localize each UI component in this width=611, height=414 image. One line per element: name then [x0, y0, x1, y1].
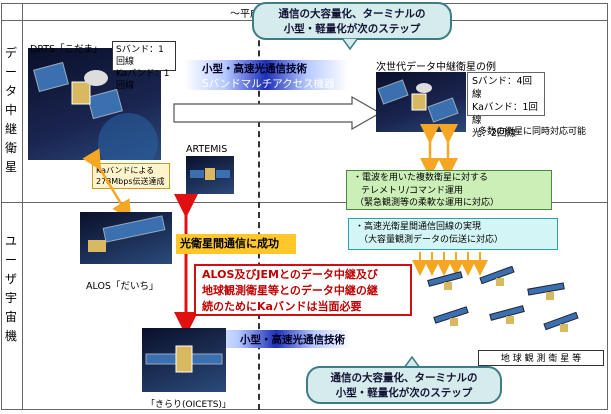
tech-band-top-line1: 小型・高速光通信技術: [202, 63, 307, 75]
bubble-top-line2: 小型・軽量化が次のステップ: [283, 23, 421, 35]
kirari-image: [142, 328, 226, 392]
cyan-box-line2: （大容量観測データの伝送に対応）: [359, 235, 504, 245]
bubble-top-line1: 通信の大容量化、ターミナルの: [278, 8, 426, 20]
next-gen-image: [376, 72, 466, 132]
earth-observation-satellites: [427, 266, 579, 332]
tech-band-bottom: 小型・高速光通信技術: [200, 330, 352, 348]
red-box-line2: 地球観測衛星等とのデータ中継の継: [202, 284, 378, 297]
next-gen-spec-box: Sバンド：4回線 Kaバンド：1回線 光：2回線: [467, 72, 545, 139]
section-label-user: ユーザ宇宙機: [4, 234, 17, 343]
label-column-divider: [22, 3, 23, 410]
telemetry-command-box: ・電波を用いた複数衛星に対する テレメトリ/コマンド運用 （緊急観測等の柔軟な運…: [346, 170, 552, 210]
optical-success-label: 光衛星間通信に成功: [176, 234, 296, 254]
progress-arrow: [173, 96, 382, 130]
red-box-line3: 続のためにKaバンドは当面必要: [202, 300, 362, 313]
section-label-relay: データ中継衛星: [4, 46, 17, 174]
alos-satellite-icon: [88, 215, 166, 252]
next-gen-spec-optical: 光：2回線: [472, 128, 517, 139]
tech-band-top-line2: Sバンドマルチアクセス機器: [202, 78, 335, 90]
next-gen-spec-ka: Kaバンド：1回線: [472, 102, 538, 126]
green-box-line1: ・電波を用いた複数衛星に対する: [353, 173, 489, 183]
green-box-line3: （緊急観測等の柔軟な運用に対応）: [355, 198, 500, 208]
alos-image: [80, 212, 172, 264]
bubble-bottom-line1: 通信の大容量化、ターミナルの: [330, 372, 478, 384]
section-divider: [1, 202, 608, 203]
kirari-label: 「きらり(OICETS)」: [146, 400, 231, 410]
ka-band-requirement-box: ALOS及びJEMとのデータ中継及び 地球観測衛星等とのデータ中継の継 続のため…: [194, 264, 412, 316]
red-box-line1: ALOS及びJEMとのデータ中継及び: [202, 268, 378, 281]
next-step-bubble-bottom: 通信の大容量化、ターミナルの 小型・軽量化が次のステップ: [306, 366, 502, 404]
bubble-top-tail: [341, 38, 359, 50]
next-gen-note: 多数の衛星に同時対応可能: [478, 127, 587, 137]
alos-label: ALOS「だいち」: [86, 281, 159, 292]
next-gen-satellite-icon: [377, 79, 459, 123]
earth-observation-label: 地 球 観 測 衛 星 等: [478, 350, 604, 366]
drts-spec-ka: Kaバンド：1回線: [116, 69, 170, 91]
next-gen-spec-s: Sバンド：4回線: [472, 76, 533, 100]
green-box-line2: テレメトリ/コマンド運用: [361, 185, 464, 196]
bubble-bottom-line2: 小型・軽量化が次のステップ: [335, 387, 473, 399]
artemis-image: [186, 156, 234, 194]
artemis-satellite-icon: [190, 168, 230, 180]
artemis-label: ARTEMIS: [186, 144, 228, 155]
optical-link-box: ・高速光衛星間通信回線の実現 （大容量観測データの伝送に対応）: [348, 218, 558, 250]
tech-band-top: 小型・高速光通信技術 Sバンドマルチアクセス機器: [184, 60, 348, 90]
drts-label: DRTS「こだま」: [30, 44, 103, 55]
kirari-satellite-icon: [145, 345, 223, 373]
timeline-dashed-line: [258, 20, 260, 410]
tech-band-bottom-text: 小型・高速光通信技術: [240, 334, 345, 346]
drts-spec-s: Sバンド：1回線: [116, 45, 164, 67]
next-gen-title: 次世代データ中継衛星の例: [376, 62, 496, 73]
bubble-bottom-tail: [403, 356, 421, 368]
drts-spec-box: Sバンド：1回線 Kaバンド：1回線: [112, 41, 176, 91]
cyan-box-line1: ・高速光衛星間通信回線の実現: [355, 222, 482, 232]
